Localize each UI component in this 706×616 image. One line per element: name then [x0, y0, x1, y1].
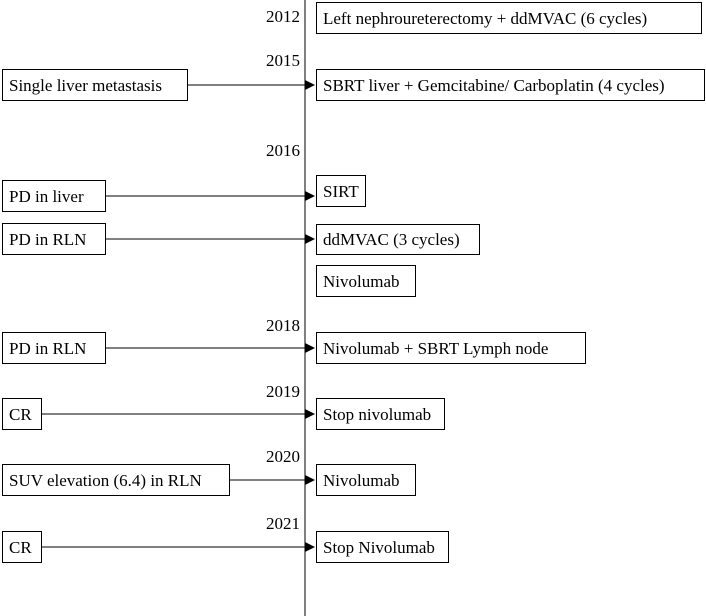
- finding-box-2015: Single liver metastasis: [2, 69, 188, 101]
- year-label-2019: 2019: [266, 382, 300, 401]
- year-label-2020: 2020: [266, 447, 300, 466]
- finding-box-2018: PD in RLN: [2, 332, 106, 364]
- arrowhead-2020: [305, 475, 315, 485]
- arrowhead-2016-rln: [305, 234, 315, 244]
- year-label-2018: 2018: [266, 316, 300, 335]
- treatment-box-2020: Nivolumab: [316, 464, 416, 496]
- finding-box-2021: CR: [2, 531, 42, 563]
- finding-box-2019: CR: [2, 398, 42, 430]
- treatment-box-2019: Stop nivolumab: [316, 398, 445, 430]
- year-label-2015: 2015: [266, 51, 300, 70]
- year-label-2012: 2012: [266, 7, 300, 26]
- treatment-box-2015: SBRT liver + Gemcitabine/ Carboplatin (4…: [316, 69, 705, 101]
- finding-box-2016-rln: PD in RLN: [2, 223, 106, 255]
- arrowhead-2021: [305, 542, 315, 552]
- treatment-box-2018: Nivolumab + SBRT Lymph node: [316, 332, 586, 364]
- finding-box-2016-liver: PD in liver: [2, 180, 106, 212]
- arrowhead-2016-liver: [305, 191, 315, 201]
- treatment-box-2021: Stop Nivolumab: [316, 531, 449, 563]
- treatment-box-2012: Left nephroureterectomy + ddMVAC (6 cycl…: [316, 2, 702, 34]
- year-label-2021: 2021: [266, 514, 300, 533]
- treatment-box-2016-sirt: SIRT: [316, 175, 366, 207]
- arrowhead-2019: [305, 409, 315, 419]
- finding-box-2020: SUV elevation (6.4) in RLN: [2, 464, 230, 496]
- year-label-2016: 2016: [266, 141, 300, 160]
- arrowhead-2018: [305, 343, 315, 353]
- arrowhead-2015: [305, 80, 315, 90]
- treatment-box-2016-nivolumab: Nivolumab: [316, 265, 416, 297]
- treatment-box-2016-ddmvac: ddMVAC (3 cycles): [316, 224, 480, 255]
